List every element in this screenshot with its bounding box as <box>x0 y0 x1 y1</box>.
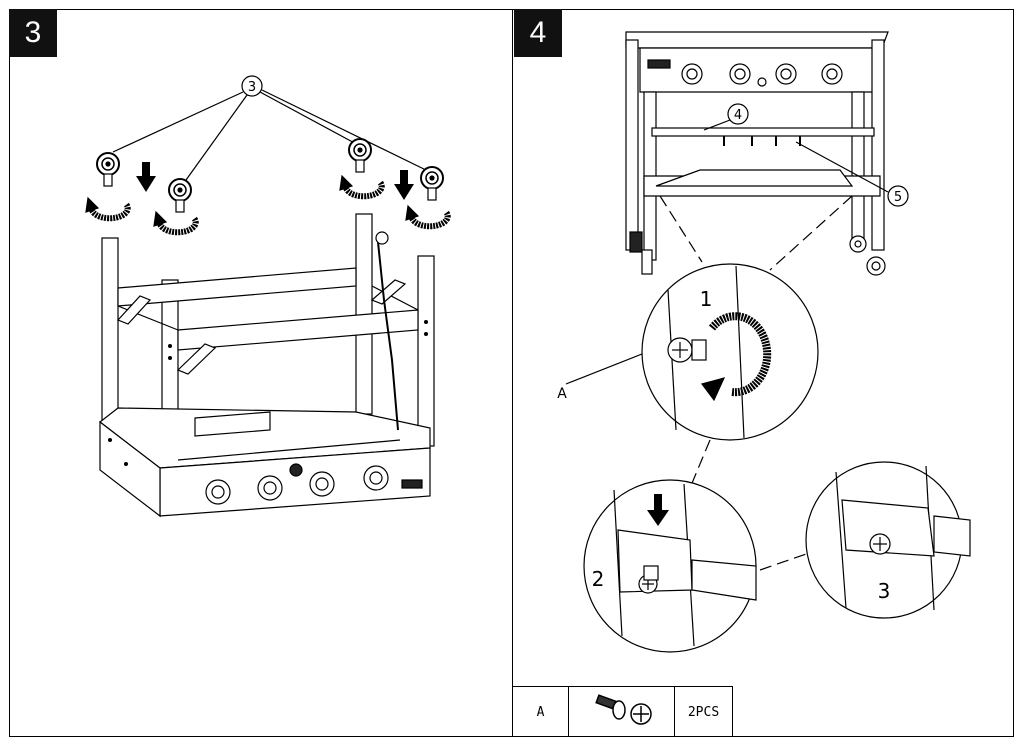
step4-callout-4: 4 <box>734 108 742 123</box>
page-frame <box>9 9 1014 737</box>
pointer-label-a: A <box>557 386 567 402</box>
step-badge-4: 4 <box>514 9 562 57</box>
step4-callout-5: 5 <box>894 190 902 205</box>
step3-callout-3: 3 <box>248 80 256 95</box>
detail-label-1: 1 <box>700 287 713 311</box>
parts-table-quantity: 2PCS <box>675 687 733 737</box>
step-badge-3: 3 <box>9 9 57 57</box>
step3-drawing <box>86 75 448 518</box>
panel-divider <box>512 9 513 737</box>
parts-table: A 2PCS <box>513 686 733 738</box>
detail-label-2: 2 <box>592 567 605 591</box>
detail-label-3: 3 <box>878 579 891 603</box>
parts-table-letter: A <box>513 687 569 737</box>
step4-drawing <box>565 31 971 653</box>
parts-table-icon-cell <box>569 687 675 737</box>
screw-icon <box>587 690 657 734</box>
